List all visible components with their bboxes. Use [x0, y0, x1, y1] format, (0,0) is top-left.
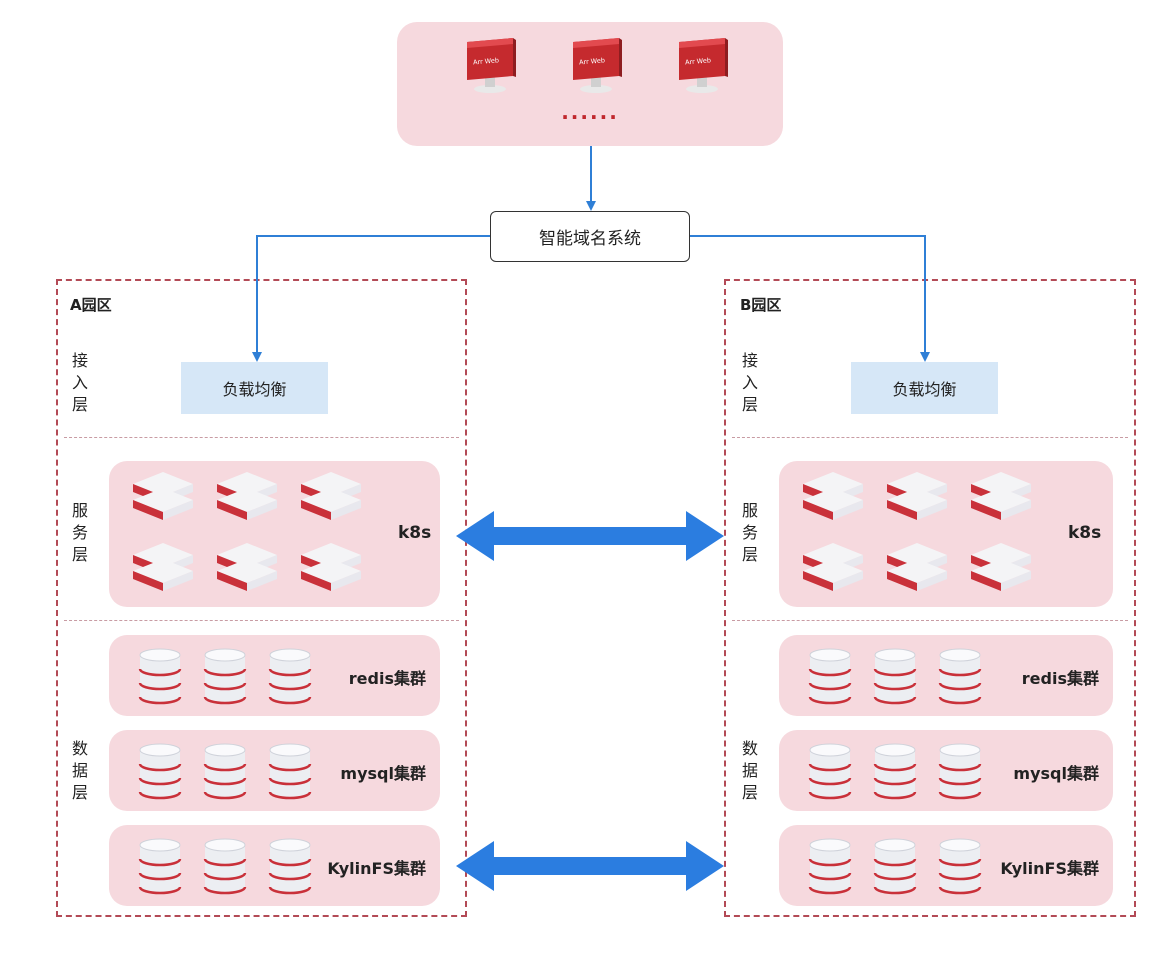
- server-icon: [299, 470, 363, 522]
- client-monitor-icon: Arr Web: [569, 36, 623, 94]
- data-layer-label-a: 数 据 层: [71, 739, 88, 802]
- k8s-label: k8s: [398, 523, 432, 543]
- clients-panel: Arr Web Arr Web Arr Web ......: [397, 22, 783, 146]
- server-icon: [969, 541, 1033, 593]
- server-icon: [131, 541, 195, 593]
- database-icon: [266, 837, 314, 895]
- k8s-panel-b: k8s: [779, 461, 1113, 607]
- layer-divider: [64, 437, 459, 438]
- redis-cluster-panel-b: redis集群: [779, 635, 1113, 716]
- database-icon: [871, 742, 919, 800]
- dns-system-label: 智能域名系统: [539, 229, 641, 249]
- database-icon: [136, 647, 184, 705]
- database-icon: [136, 837, 184, 895]
- svg-text:Arr Web: Arr Web: [685, 56, 712, 66]
- data-layer-label-b: 数 据 层: [741, 739, 758, 802]
- load-balancer-label: 负载均衡: [222, 380, 287, 399]
- load-balancer-label: 负载均衡: [892, 380, 957, 399]
- service-layer-label-b: 服 务 层: [741, 501, 758, 564]
- database-icon: [936, 742, 984, 800]
- redis-cluster-label: redis集群: [1021, 669, 1099, 688]
- service-sync-arrow: [456, 511, 724, 561]
- mysql-cluster-panel-b: mysql集群: [779, 730, 1113, 811]
- server-icon: [131, 470, 195, 522]
- database-icon: [871, 647, 919, 705]
- layer-divider: [64, 620, 459, 621]
- client-monitor-icon: Arr Web: [675, 36, 729, 94]
- database-icon: [806, 742, 854, 800]
- server-icon: [801, 541, 865, 593]
- database-icon: [936, 647, 984, 705]
- database-icon: [871, 837, 919, 895]
- server-icon: [885, 541, 949, 593]
- database-icon: [201, 647, 249, 705]
- svg-text:Arr Web: Arr Web: [473, 56, 500, 66]
- server-icon: [215, 470, 279, 522]
- client-monitor-icon: Arr Web: [463, 36, 517, 94]
- server-icon: [215, 541, 279, 593]
- data-sync-arrow: [456, 841, 724, 891]
- more-clients-ellipsis: ......: [561, 100, 619, 124]
- database-icon: [806, 647, 854, 705]
- k8s-label: k8s: [1068, 523, 1102, 543]
- database-icon: [806, 837, 854, 895]
- layer-divider: [732, 437, 1128, 438]
- park-b-container: [724, 279, 1136, 917]
- access-layer-label-b: 接 入 层: [741, 351, 758, 414]
- svg-text:Arr Web: Arr Web: [579, 56, 606, 66]
- server-icon: [885, 470, 949, 522]
- server-icon: [969, 470, 1033, 522]
- kylinfs-cluster-panel-b: KylinFS集群: [779, 825, 1113, 906]
- redis-cluster-panel-a: redis集群: [109, 635, 440, 716]
- database-icon: [201, 837, 249, 895]
- kylinfs-cluster-label: KylinFS集群: [1000, 859, 1099, 878]
- database-icon: [266, 647, 314, 705]
- park-b-title: B园区: [740, 296, 782, 314]
- server-icon: [299, 541, 363, 593]
- kylinfs-cluster-panel-a: KylinFS集群: [109, 825, 440, 906]
- mysql-cluster-panel-a: mysql集群: [109, 730, 440, 811]
- load-balancer-a: 负载均衡: [181, 362, 328, 414]
- layer-divider: [732, 620, 1128, 621]
- load-balancer-b: 负载均衡: [851, 362, 998, 414]
- mysql-cluster-label: mysql集群: [1013, 764, 1099, 783]
- mysql-cluster-label: mysql集群: [340, 764, 426, 783]
- database-icon: [266, 742, 314, 800]
- access-layer-label-a: 接 入 层: [71, 351, 88, 414]
- k8s-panel-a: k8s: [109, 461, 440, 607]
- redis-cluster-label: redis集群: [348, 669, 426, 688]
- service-layer-label-a: 服 务 层: [71, 501, 88, 564]
- park-a-title: A园区: [70, 296, 112, 314]
- database-icon: [136, 742, 184, 800]
- database-icon: [936, 837, 984, 895]
- kylinfs-cluster-label: KylinFS集群: [327, 859, 426, 878]
- server-icon: [801, 470, 865, 522]
- dns-system-box: 智能域名系统: [490, 211, 690, 262]
- database-icon: [201, 742, 249, 800]
